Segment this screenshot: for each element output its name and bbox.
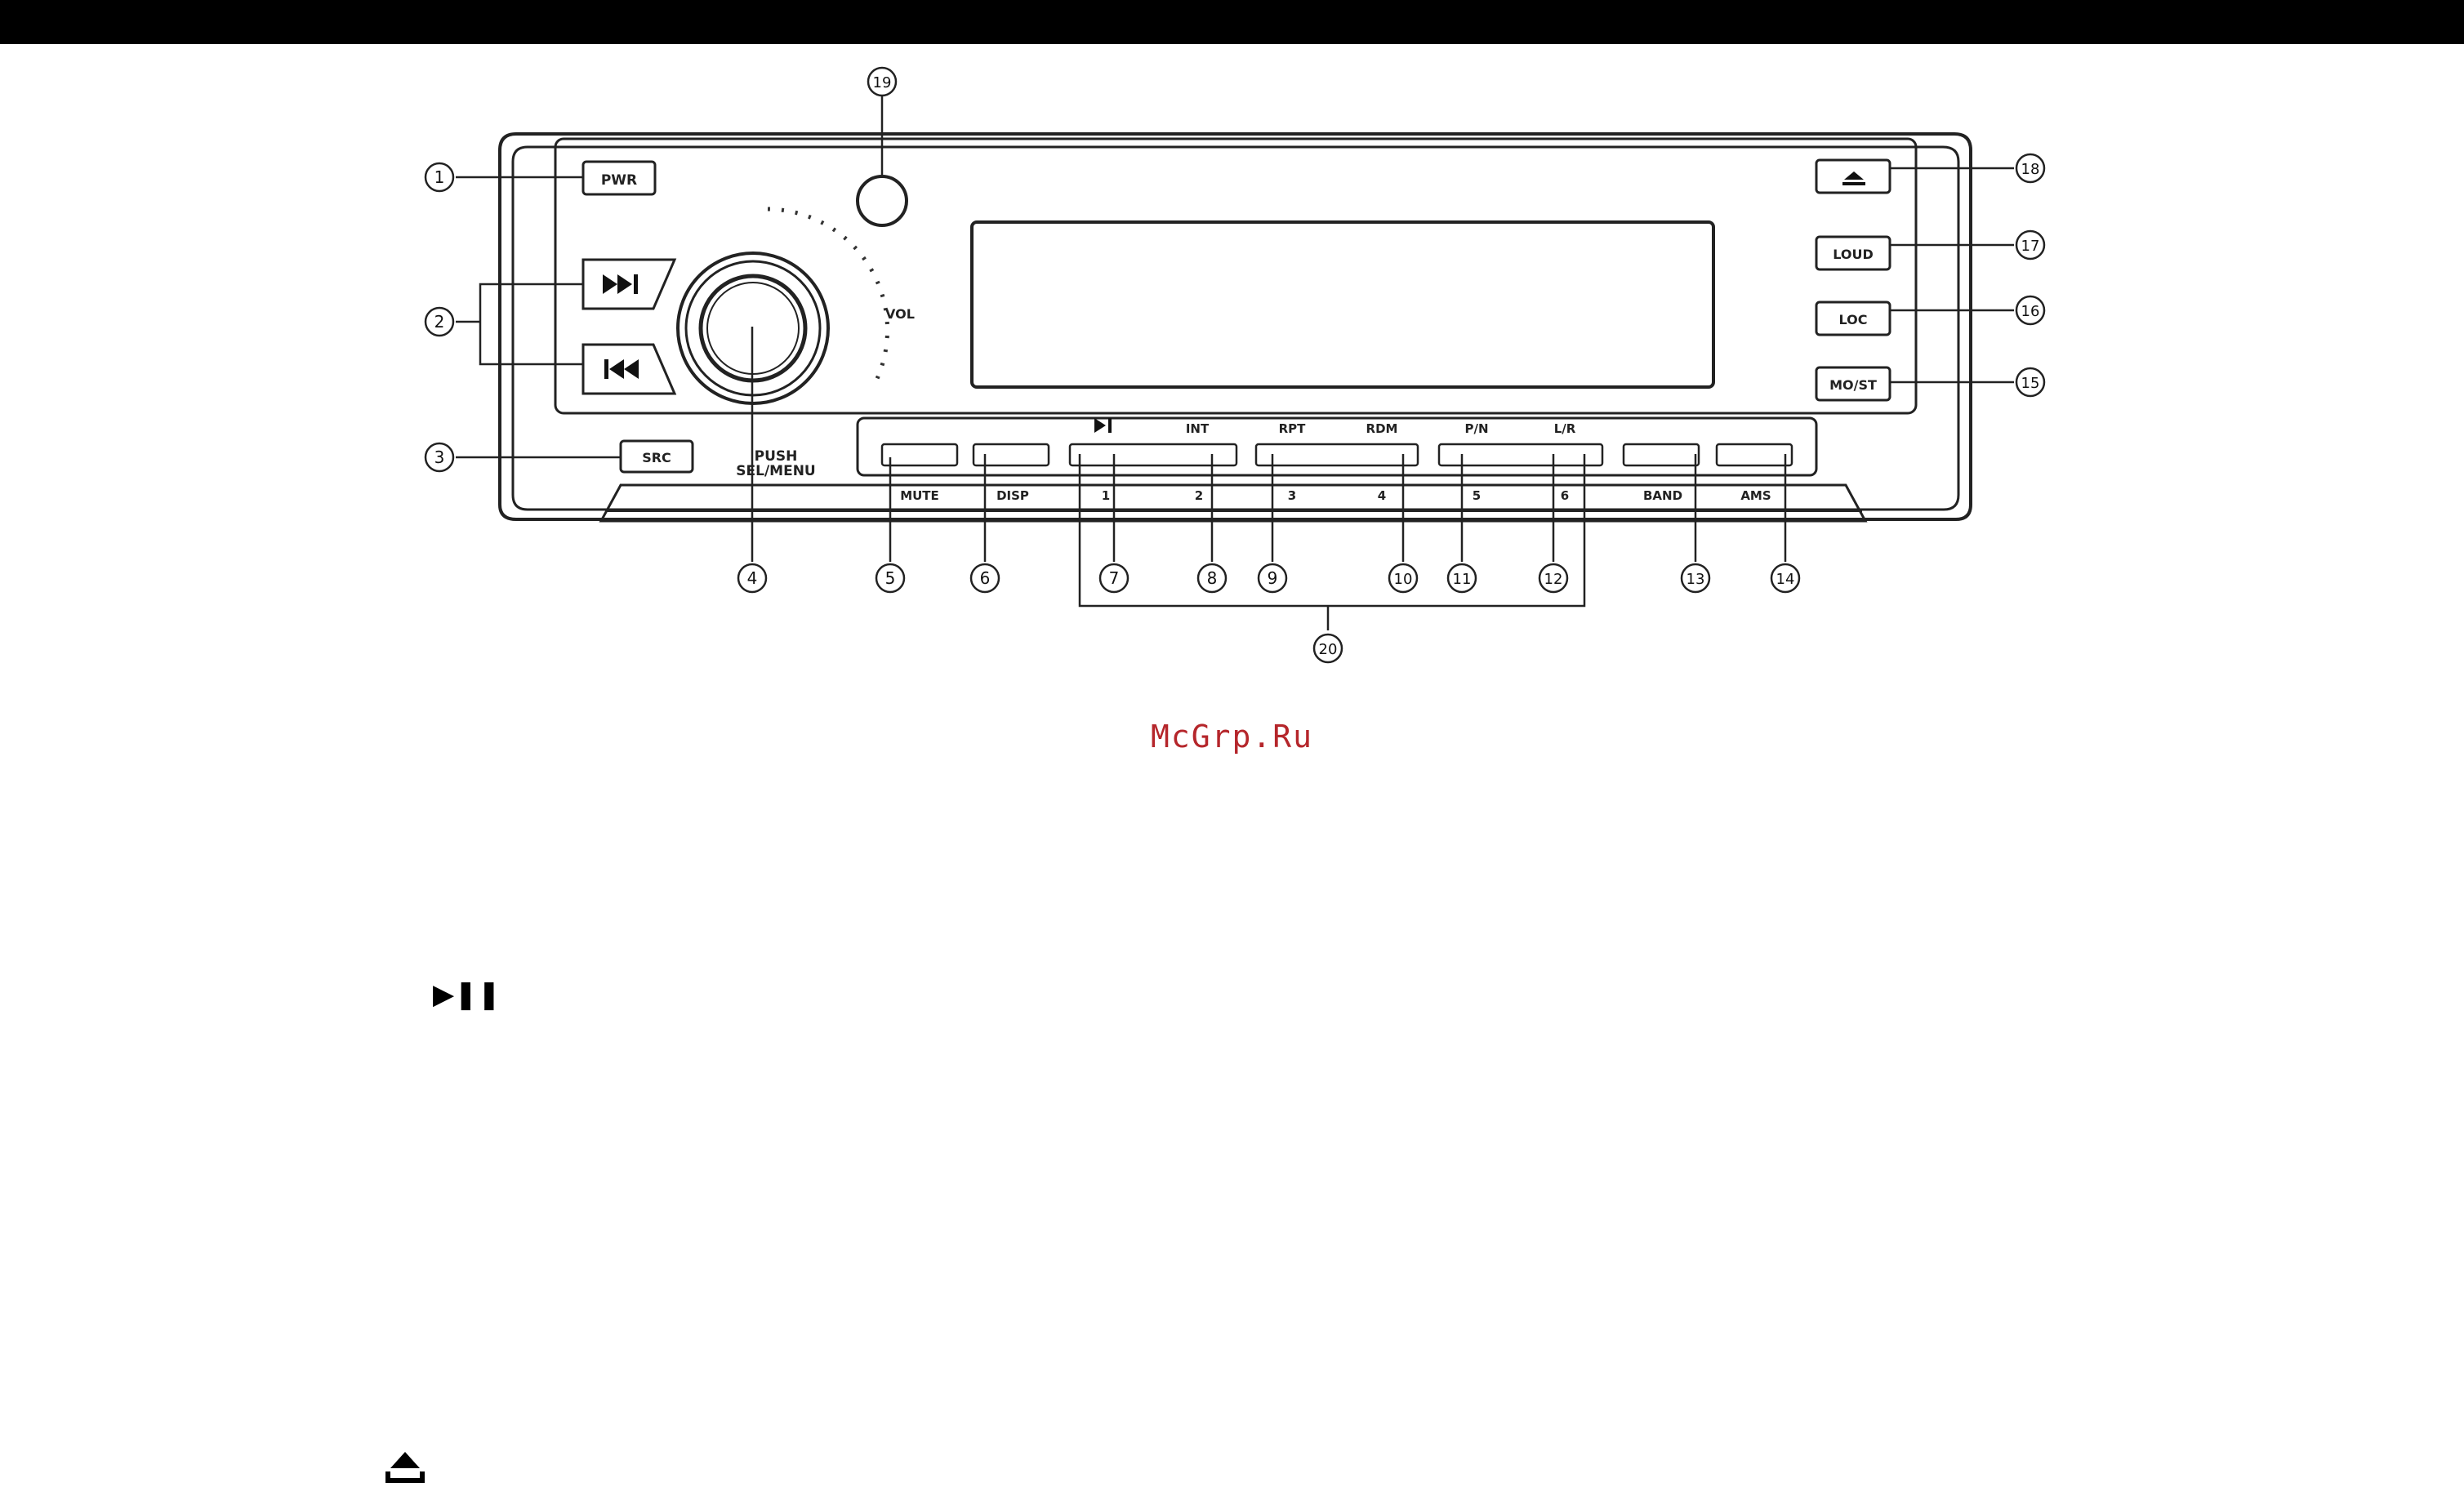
preset-bar — [858, 418, 1816, 475]
svg-text:5: 5 — [1473, 488, 1481, 503]
svg-text:LOC: LOC — [1839, 312, 1868, 327]
svg-text:SRC: SRC — [642, 450, 671, 465]
ir-sensor — [858, 176, 907, 225]
callout-number-4: 4 — [747, 568, 758, 588]
callout-number-19: 19 — [873, 74, 892, 91]
svg-text:PWR: PWR — [601, 172, 637, 189]
callout-number-20: 20 — [1319, 641, 1338, 658]
callout-number-8: 8 — [1207, 568, 1218, 588]
callout-number-14: 14 — [1776, 571, 1795, 588]
svg-text:6: 6 — [1561, 488, 1569, 503]
svg-text:INT: INT — [1186, 421, 1210, 436]
callout-number-11: 11 — [1453, 571, 1472, 588]
outer-chassis — [500, 134, 1971, 519]
callout-number-3: 3 — [434, 447, 445, 467]
callout-number-10: 10 — [1394, 571, 1413, 588]
preset-buttons — [882, 444, 1792, 465]
svg-text:AMS: AMS — [1740, 488, 1771, 503]
watermark: McGrp.Ru — [0, 719, 2464, 755]
svg-text:4: 4 — [1378, 488, 1386, 503]
svg-text:LOUD: LOUD — [1833, 247, 1874, 262]
callout-number-5: 5 — [885, 568, 896, 588]
svg-text:RPT: RPT — [1279, 421, 1307, 436]
callout-number-17: 17 — [2021, 238, 2040, 255]
leader-lines — [456, 96, 2014, 630]
svg-text:VOL: VOL — [885, 306, 915, 322]
callout-number-6: 6 — [980, 568, 991, 588]
callout-number-12: 12 — [1544, 571, 1563, 588]
play-pause-icon: ▶❚❚ — [433, 978, 501, 1011]
svg-text:L/R: L/R — [1554, 421, 1576, 436]
svg-text:MO/ST: MO/ST — [1829, 377, 1877, 393]
svg-text:2: 2 — [1195, 488, 1203, 503]
callout-number-13: 13 — [1686, 571, 1705, 588]
callout-number-9: 9 — [1268, 568, 1278, 588]
next-track-icon — [603, 274, 632, 294]
ams-button[interactable] — [1717, 444, 1792, 465]
bar-play-pause-icon — [1094, 418, 1106, 433]
callout-number-18: 18 — [2021, 161, 2040, 178]
prev-track-icon — [604, 359, 608, 379]
svg-text:PUSH: PUSH — [755, 448, 798, 465]
svg-text:3: 3 — [1288, 488, 1296, 503]
svg-text:SEL/MENU: SEL/MENU — [736, 463, 815, 479]
svg-text:MUTE: MUTE — [900, 488, 939, 503]
mute-button[interactable] — [882, 444, 957, 465]
eject-icon — [1844, 171, 1864, 180]
svg-text:DISP: DISP — [996, 488, 1029, 503]
eject-icon-large — [382, 1449, 428, 1486]
preset-3-4-button[interactable] — [1256, 444, 1418, 465]
preset-5-6-button[interactable] — [1439, 444, 1602, 465]
callout-number-7: 7 — [1109, 568, 1120, 588]
callout-number-16: 16 — [2021, 303, 2040, 320]
band-button[interactable] — [1624, 444, 1699, 465]
svg-text:BAND: BAND — [1643, 488, 1682, 503]
svg-text:RDM: RDM — [1366, 421, 1398, 436]
callout-number-1: 1 — [434, 167, 445, 187]
callout-number-2: 2 — [434, 312, 445, 332]
callout-number-15: 15 — [2021, 375, 2040, 392]
lcd-display — [972, 222, 1713, 387]
svg-text:1: 1 — [1102, 488, 1110, 503]
svg-text:P/N: P/N — [1464, 421, 1488, 436]
